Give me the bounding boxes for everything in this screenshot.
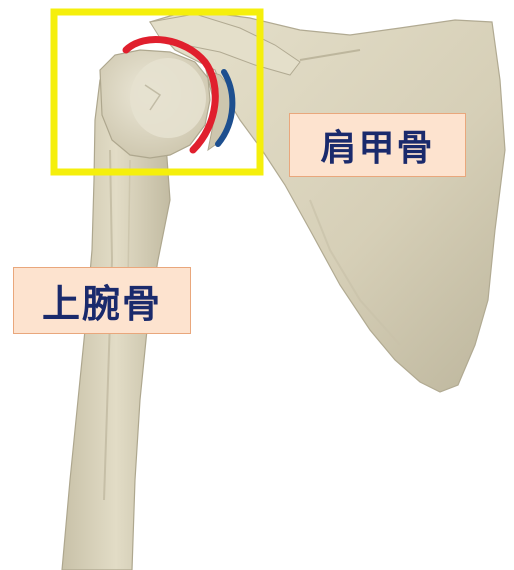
humerus-label: 上腕骨 bbox=[13, 267, 191, 334]
scapula-label: 肩甲骨 bbox=[289, 113, 466, 177]
scapula-bone bbox=[150, 10, 505, 392]
humeral-head-sphere bbox=[130, 58, 206, 138]
